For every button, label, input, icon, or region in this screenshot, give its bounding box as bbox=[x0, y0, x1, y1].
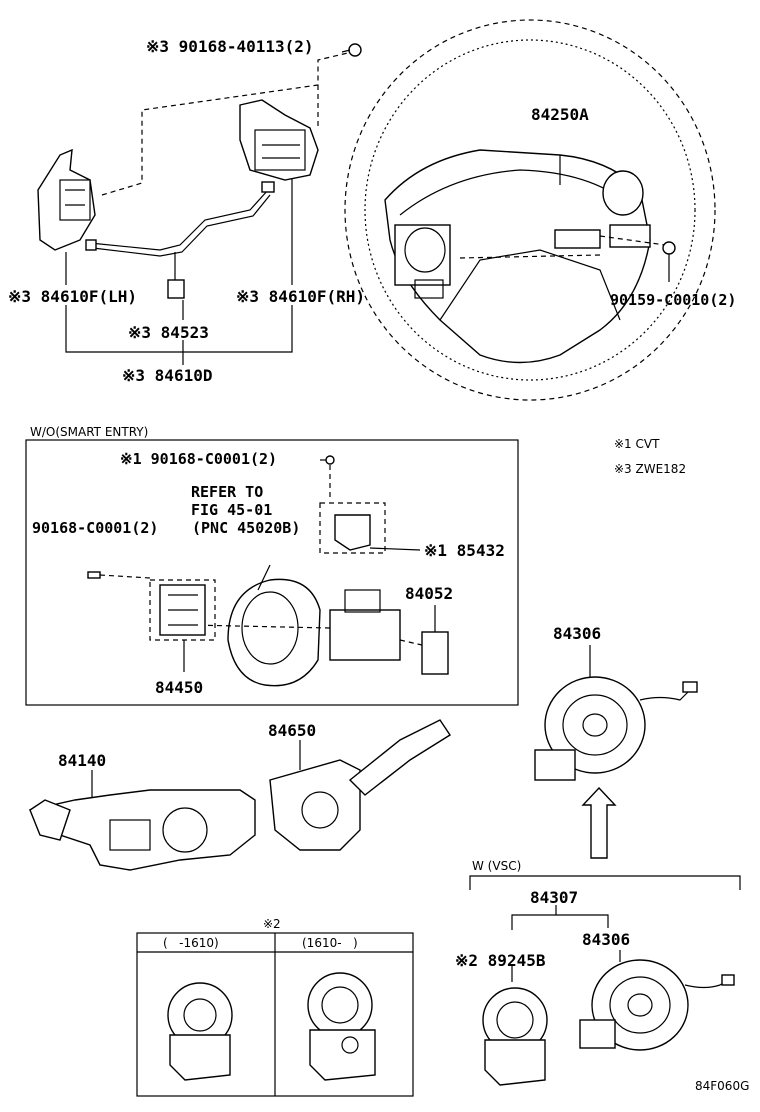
footer-code: 84F060G bbox=[695, 1079, 749, 1093]
label-part-89245b: ※2 89245B bbox=[455, 951, 546, 970]
label-paddle-switch-assy: ※3 84610D bbox=[122, 366, 212, 385]
label-spiral-cable-top: 84306 bbox=[553, 624, 601, 643]
refer-line-1: REFER TO bbox=[191, 483, 263, 501]
label-screw-lock: ※1 90168-C0001(2) bbox=[120, 450, 277, 468]
label-part-84307: 84307 bbox=[530, 888, 578, 907]
label-part-84052: 84052 bbox=[405, 584, 453, 603]
label-wire-harness: ※3 84523 bbox=[128, 323, 209, 342]
label-spiral-cable-bottom: 84306 bbox=[582, 930, 630, 949]
table-col2-header: (1610- ) bbox=[302, 936, 358, 950]
vsc-bracket bbox=[469, 875, 741, 982]
section-frame bbox=[25, 439, 519, 706]
spiral-cable-top bbox=[534, 645, 698, 859]
label-part-84450: 84450 bbox=[155, 678, 203, 697]
note2-mark: ※2 bbox=[263, 917, 281, 931]
refer-line-2: FIG 45-01 bbox=[191, 501, 272, 519]
section-title-smart-entry: W/O(SMART ENTRY) bbox=[30, 425, 148, 439]
refer-line-3: (PNC 45020B) bbox=[192, 519, 300, 537]
label-screw-right: 90159-C0010(2) bbox=[610, 291, 736, 309]
note-cvt: ※1 CVT bbox=[614, 437, 660, 451]
label-part-84650: 84650 bbox=[268, 721, 316, 740]
smart-entry-box bbox=[25, 439, 519, 706]
vsc-title: W (VSC) bbox=[472, 859, 521, 873]
label-part-84140: 84140 bbox=[58, 751, 106, 770]
label-bolt-top: ※3 90168-40113(2) bbox=[146, 37, 314, 56]
combination-switches bbox=[28, 719, 451, 871]
label-steering-wheel: 84250A bbox=[531, 105, 589, 124]
steering-sensor-and-cable bbox=[482, 950, 735, 1086]
label-lock-part: ※1 85432 bbox=[424, 541, 505, 560]
note-zwe182: ※3 ZWE182 bbox=[614, 462, 686, 476]
table-col1-header: ( -1610) bbox=[163, 936, 219, 950]
paddle-switches bbox=[37, 43, 362, 365]
label-paddle-switch-lh: ※3 84610F(LH) bbox=[8, 287, 137, 306]
label-paddle-switch-rh: ※3 84610F(RH) bbox=[236, 287, 365, 306]
steering-wheel bbox=[344, 19, 716, 401]
label-screw-left: 90168-C0001(2) bbox=[32, 519, 158, 537]
note2-table bbox=[136, 932, 414, 1097]
